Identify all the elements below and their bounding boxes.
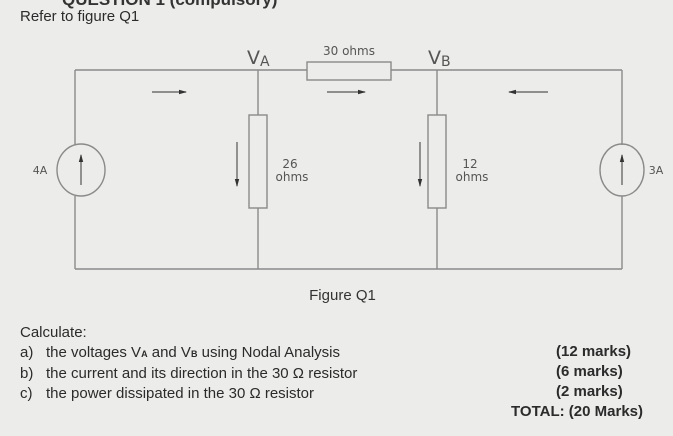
instruction-text: Refer to figure Q1 [20, 8, 140, 25]
marks-a: (12 marks) [556, 343, 632, 360]
question-b: b) the current and its direction in the … [20, 365, 358, 382]
question-c-text: the power dissipated in the 30 Ω resisto… [46, 385, 315, 402]
resistor-12-ohm [427, 114, 447, 209]
figure-caption: Figure Q1 [309, 287, 376, 304]
r-series-label: 30 ohms [323, 44, 375, 58]
node-b-label: VB [428, 47, 451, 70]
circuit-diagram: VA VB 30 ohms 26 ohms 12 ohms 4A 3A [33, 44, 664, 270]
resistor-30-ohm [306, 61, 392, 81]
marks-c: (2 marks) [556, 383, 623, 400]
question-c: c) the power dissipated in the 30 Ω resi… [20, 385, 315, 402]
r-a-unit: ohms [276, 170, 309, 184]
r-b-value: 12 [462, 157, 477, 171]
marks-total: TOTAL: (20 Marks) [511, 403, 643, 420]
source-right-label: 3A [649, 164, 664, 177]
question-a-text: the voltages VA and VB using Nodal Analy… [46, 344, 341, 361]
question-list: Calculate: a) the voltages VA and VB usi… [20, 323, 357, 404]
marks-b: (6 marks) [556, 363, 623, 380]
resistor-26-ohm [248, 114, 268, 209]
question-a: a) the voltages VA and VB using Nodal An… [20, 343, 357, 364]
question-heading-cropped: QUESTION 1 (compulsory) [62, 0, 277, 10]
question-b-text: the current and its direction in the 30 … [46, 365, 358, 382]
r-b-unit: ohms [456, 170, 489, 184]
current-source-right [599, 143, 645, 197]
current-source-left [56, 143, 106, 197]
question-intro: Calculate: [20, 324, 87, 341]
node-a-label: VA [247, 47, 270, 70]
r-a-value: 26 [282, 157, 297, 171]
source-left-label: 4A [33, 164, 48, 177]
marks-column: (12 marks) (6 marks) (2 marks) TOTAL: (2… [480, 342, 643, 422]
